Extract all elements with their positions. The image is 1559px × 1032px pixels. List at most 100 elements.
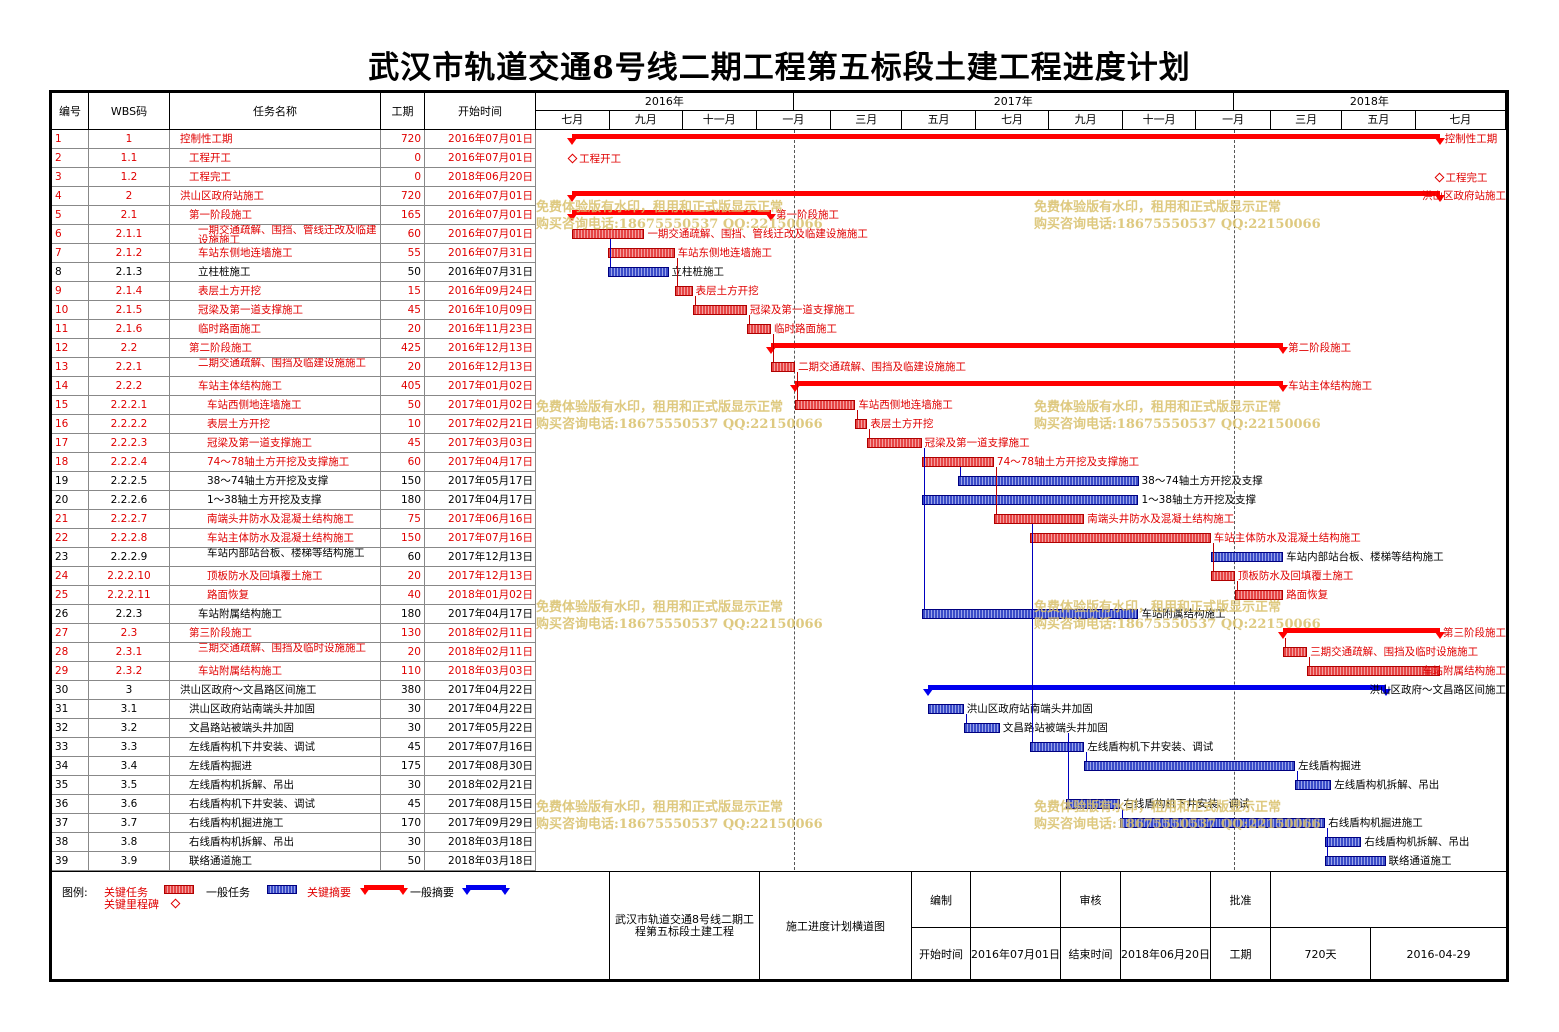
task-num-cell: 32 [52, 719, 89, 738]
outer-frame [49, 90, 1509, 982]
legend-crit-summary-swatch [364, 885, 404, 890]
watermark-line1: 免费体验版有水印，租用和正式版显示正常 [1034, 600, 1282, 615]
task-bar [921, 457, 994, 467]
task-start-cell: 2017年04月17日 [425, 605, 536, 624]
legend-crit-summary-label: 关键摘要 [307, 886, 351, 899]
task-dur-cell: 720 [381, 187, 425, 206]
task-start-cell: 2017年12月13日 [425, 548, 536, 567]
month-header: 七月 [1415, 111, 1506, 130]
task-bar [1030, 533, 1211, 543]
task-wbs-cell: 2.3.2 [89, 662, 170, 681]
task-start-cell: 2018年02月11日 [425, 624, 536, 643]
task-dur-cell: 50 [381, 852, 425, 871]
footer-approve-label: 批准 [1211, 872, 1271, 928]
dependency-link [1086, 752, 1088, 761]
year-divider [1233, 130, 1235, 870]
footer-compile-value [971, 872, 1061, 928]
task-dur-cell: 165 [381, 206, 425, 225]
header-duration: 工期 [381, 93, 425, 130]
task-start-cell: 2018年02月21日 [425, 776, 536, 795]
month-header: 五月 [902, 111, 976, 130]
watermark-line2: 购买咨询电话:18675550537 QQ:22150066 [1034, 217, 1321, 232]
task-wbs-cell: 3.2 [89, 719, 170, 738]
header-start: 开始时间 [425, 93, 536, 130]
task-dur-cell: 130 [381, 624, 425, 643]
summary-bar [770, 343, 1284, 348]
task-num-cell: 15 [52, 396, 89, 415]
bar-label: 38～74轴土方开挖及支撑 [1141, 475, 1263, 487]
task-wbs-cell: 2.2.2.11 [89, 586, 170, 605]
bar-label: 第三阶段施工 [1443, 627, 1506, 639]
task-num-cell: 33 [52, 738, 89, 757]
task-num-cell: 5 [52, 206, 89, 225]
task-name-cell: 1～38轴土方开挖及支撑 [170, 491, 381, 510]
footer-project: 武汉市轨道交通8号线二期工程第五标段土建工程 [610, 872, 760, 980]
task-start-cell: 2017年03月03日 [425, 434, 536, 453]
task-start-cell: 2017年08月15日 [425, 795, 536, 814]
task-name-cell: 工程完工 [170, 168, 381, 187]
task-bar [608, 267, 669, 277]
task-wbs-cell: 2.2.2 [89, 377, 170, 396]
bar-label: 二期交通疏解、围挡及临建设施施工 [798, 361, 967, 373]
summary-end-arrow-icon [1278, 347, 1289, 354]
task-wbs-cell: 2.1 [89, 206, 170, 225]
task-wbs-cell: 3.9 [89, 852, 170, 871]
dependency-link [676, 258, 678, 286]
task-dur-cell: 50 [381, 263, 425, 282]
task-start-cell: 2017年01月02日 [425, 377, 536, 396]
bar-label: 右线盾构机下井安装、调试 [1123, 798, 1250, 810]
bar-label: 路面恢复 [1286, 589, 1329, 601]
task-num-cell: 25 [52, 586, 89, 605]
task-start-cell: 2017年05月22日 [425, 719, 536, 738]
task-bar [1066, 799, 1121, 809]
footer-duration-label: 工期 [1211, 928, 1271, 980]
task-dur-cell: 30 [381, 700, 425, 719]
task-num-cell: 8 [52, 263, 89, 282]
task-dur-cell: 150 [381, 472, 425, 491]
task-dur-cell: 60 [381, 225, 425, 244]
task-dur-cell: 45 [381, 795, 425, 814]
legend-crit-task-label: 关键任务 [104, 886, 148, 899]
watermark-line2: 购买咨询电话:18675550537 QQ:22150066 [536, 617, 823, 632]
task-wbs-cell: 3.4 [89, 757, 170, 776]
task-dur-cell: 180 [381, 491, 425, 510]
summary-start-arrow-icon [1278, 632, 1289, 639]
task-wbs-cell: 2.1.5 [89, 301, 170, 320]
task-start-cell: 2017年08月30日 [425, 757, 536, 776]
task-name-cell: 车站东侧地连墙施工 [170, 244, 381, 263]
task-bar [867, 438, 922, 448]
bar-label: 左线盾构掘进 [1298, 760, 1362, 772]
task-bar [927, 704, 964, 714]
task-num-cell: 19 [52, 472, 89, 491]
task-start-cell: 2017年07月16日 [425, 738, 536, 757]
legend-label: 图例: [62, 886, 88, 899]
task-name-cell: 工程开工 [170, 149, 381, 168]
year-header: 2017年 [793, 93, 1234, 111]
task-bar [770, 362, 796, 372]
task-num-cell: 27 [52, 624, 89, 643]
task-start-cell: 2016年07月01日 [425, 130, 536, 149]
dependency-link [1309, 657, 1311, 666]
task-start-cell: 2017年04月22日 [425, 700, 536, 719]
task-wbs-cell: 2.2.2.3 [89, 434, 170, 453]
task-dur-cell: 15 [381, 282, 425, 301]
watermark-line2: 购买咨询电话:18675550537 QQ:22150066 [1034, 817, 1321, 832]
bar-label: 洪山区政府站南端头井加固 [966, 703, 1093, 715]
task-wbs-cell: 2.2.1 [89, 358, 170, 377]
task-name-cell: 冠梁及第一道支撑施工 [170, 434, 381, 453]
task-start-cell: 2018年03月18日 [425, 833, 536, 852]
watermark-text: 免费体验版有水印，租用和正式版显示正常购买咨询电话:18675550537 QQ… [1034, 799, 1321, 833]
year-header: 2018年 [1233, 93, 1506, 111]
task-dur-cell: 720 [381, 130, 425, 149]
bar-label: 联络通道施工 [1388, 855, 1452, 867]
task-wbs-cell: 2.3 [89, 624, 170, 643]
bar-label: 冠梁及第一道支撑施工 [749, 304, 855, 316]
task-start-cell: 2017年04月22日 [425, 681, 536, 700]
task-dur-cell: 30 [381, 719, 425, 738]
task-name-cell: 洪山区政府～文昌路区间施工 [170, 681, 381, 700]
task-start-cell: 2018年01月02日 [425, 586, 536, 605]
watermark-line1: 免费体验版有水印，租用和正式版显示正常 [1034, 200, 1282, 215]
bar-label: 顶板防水及回填覆土施工 [1237, 570, 1354, 582]
bar-label: 表层土方开挖 [870, 418, 934, 430]
task-num-cell: 1 [52, 130, 89, 149]
